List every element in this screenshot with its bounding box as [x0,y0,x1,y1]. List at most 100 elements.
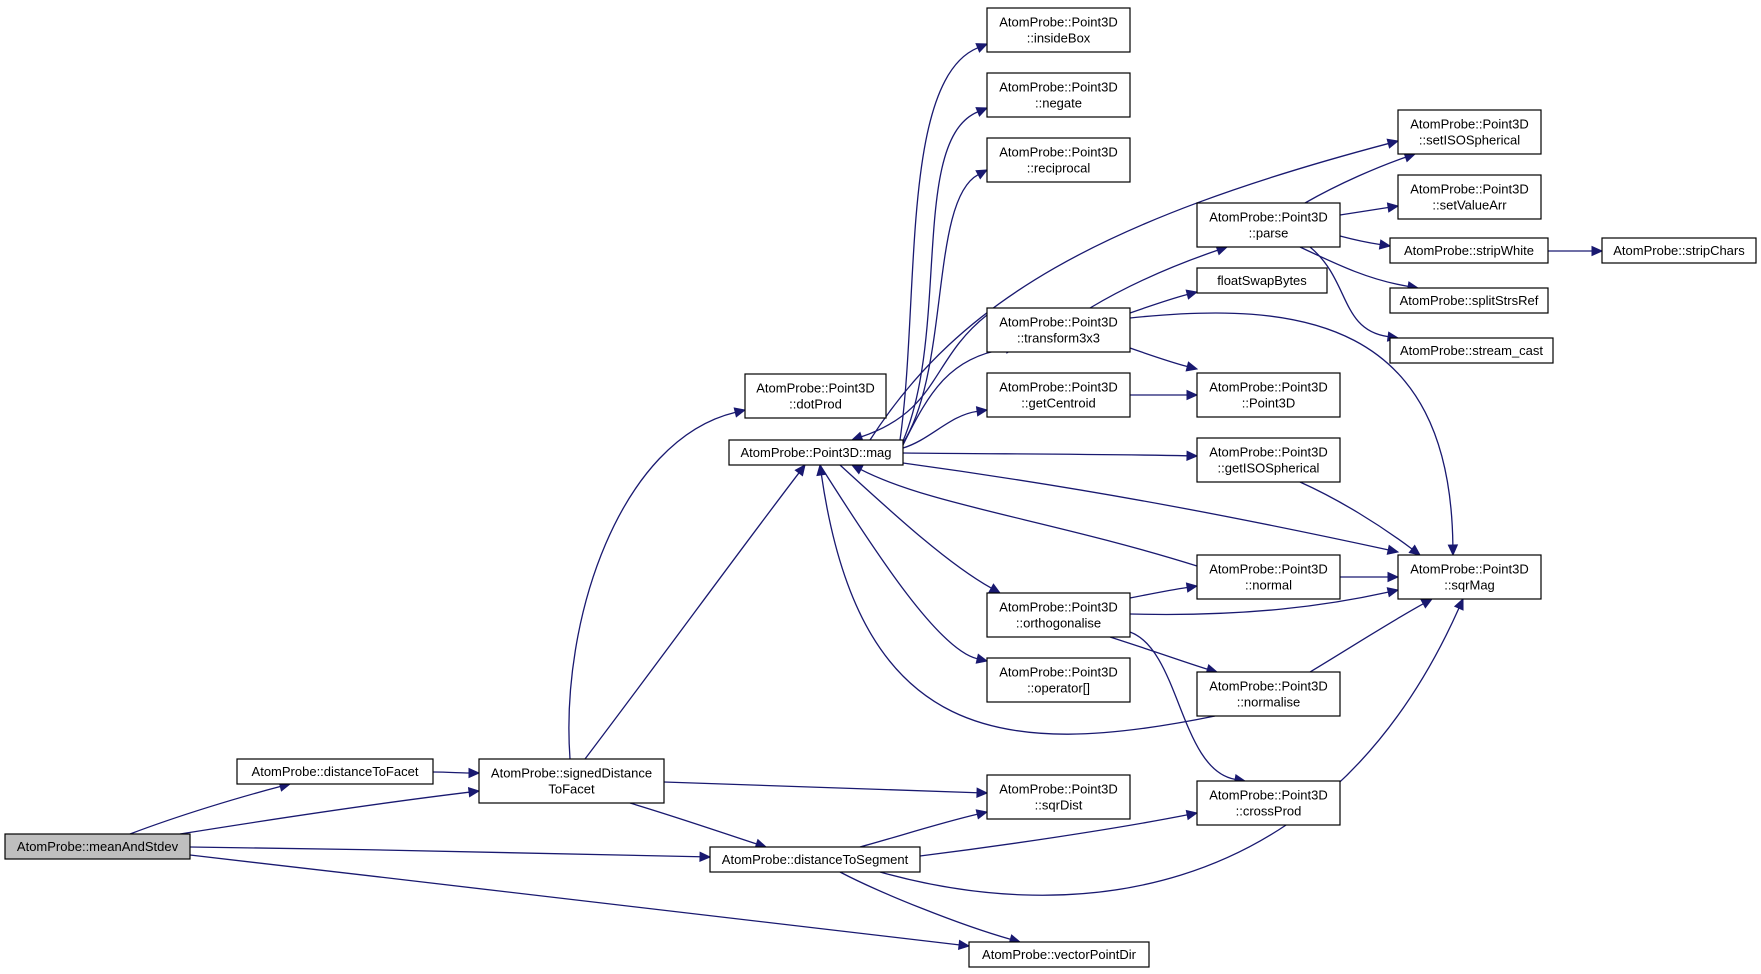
node-label: AtomProbe::Point3D [999,665,1118,680]
arrowhead-icon [975,653,989,664]
node-label: ::transform3x3 [1017,331,1100,346]
node-mag[interactable]: AtomProbe::Point3D::mag [728,439,904,466]
arrowhead-icon [467,787,481,798]
node-box [1397,554,1542,600]
arrowhead-icon [1185,361,1199,372]
node-sqrMag[interactable]: AtomProbe::Point3D::sqrMag [1397,554,1542,600]
node-label: AtomProbe::Point3D::mag [740,445,891,460]
node-Point3D[interactable]: AtomProbe::Point3D::Point3D [1196,372,1341,418]
edge-mag-to-getCentroid [902,406,989,449]
arrowhead-icon [1387,571,1400,583]
node-splitStrsRef[interactable]: AtomProbe::splitStrsRef [1389,287,1549,314]
edge-stripWhite-to-stripChars [1548,245,1604,257]
node-getCentroid[interactable]: AtomProbe::Point3D::getCentroid [986,372,1131,418]
edge-line [189,846,701,858]
node-stripChars[interactable]: AtomProbe::stripChars [1601,237,1757,264]
edge-line [1129,293,1188,314]
node-label: AtomProbe::Point3D [999,80,1118,95]
edge-line [879,607,1460,896]
node-label: AtomProbe::Point3D [1410,117,1529,132]
edge-line [1089,249,1218,309]
arrowhead-icon [988,583,1002,594]
edge-line [179,791,470,835]
edge-line [869,142,1389,441]
edge-line [1339,206,1389,216]
node-box [986,372,1131,418]
node-reciprocal[interactable]: AtomProbe::Point3D::reciprocal [986,137,1131,183]
edge-line [902,462,1389,551]
edge-mag-to-sqrMag [902,462,1400,555]
arrowhead-icon [1447,544,1459,557]
edge-distanceToFacet-to-signedDistanceToFacet [432,767,481,779]
node-stream_cast[interactable]: AtomProbe::stream_cast [1389,337,1554,364]
node-box [986,657,1131,703]
edge-mag-to-getISOSpherical [902,450,1199,462]
edge-line [860,468,1198,567]
node-vectorPointDir[interactable]: AtomProbe::vectorPointDir [968,941,1150,968]
edge-line [861,314,988,438]
node-insideBox[interactable]: AtomProbe::Point3D::insideBox [986,7,1131,53]
node-label: ::crossProd [1236,804,1302,819]
node-box [1196,554,1341,600]
arrowhead-icon [975,169,989,180]
edge-signedDistanceToFacet-to-mag [584,464,806,760]
node-label: AtomProbe::Point3D [756,381,875,396]
edge-parse-to-stripWhite [1339,235,1392,250]
node-sqrDist[interactable]: AtomProbe::Point3D::sqrDist [986,774,1131,820]
node-box [1397,109,1542,155]
node-operatorIdx[interactable]: AtomProbe::Point3D::operator[] [986,657,1131,703]
node-meanAndStdev[interactable]: AtomProbe::meanAndStdev [4,833,191,860]
node-label: ::setValueArr [1432,198,1507,213]
node-box [986,774,1131,820]
node-label: ::getCentroid [1021,396,1095,411]
node-distanceToSegment[interactable]: AtomProbe::distanceToSegment [709,846,921,873]
node-orthogonalise[interactable]: AtomProbe::Point3D::orthogonalise [986,592,1131,638]
arrowhead-icon [976,787,989,798]
node-label: ::parse [1249,226,1289,241]
node-label: AtomProbe::Point3D [1209,380,1328,395]
node-normal[interactable]: AtomProbe::Point3D::normal [1196,554,1341,600]
node-label: ::Point3D [1242,396,1295,411]
edge-line [663,781,978,794]
edge-meanAndStdev-to-vectorPointDir [189,854,971,951]
arrowhead-icon [1185,809,1199,821]
node-transform3x3[interactable]: AtomProbe::Point3D::transform3x3 [986,307,1131,353]
edge-line [629,802,757,845]
node-parse[interactable]: AtomProbe::Point3D::parse [1196,202,1341,248]
node-getISOSpherical[interactable]: AtomProbe::Point3D::getISOSpherical [1196,437,1341,483]
edge-signedDistanceToFacet-to-dotProd [568,407,747,760]
arrowhead-icon [975,107,989,117]
node-label: ::getISOSpherical [1218,461,1320,476]
node-label: AtomProbe::Point3D [999,315,1118,330]
edge-normalise-to-sqrMag [1309,598,1434,673]
node-distanceToFacet[interactable]: AtomProbe::distanceToFacet [236,758,434,785]
arrowhead-icon [975,406,989,417]
node-box [1601,237,1757,264]
node-label: ::operator[] [1027,681,1090,696]
node-label: AtomProbe::signedDistance [491,766,652,781]
edge-line [839,464,992,589]
node-label: AtomProbe::Point3D [1209,445,1328,460]
node-label: ::dotProd [789,397,842,412]
node-box [709,846,921,873]
edge-line [1309,246,1389,338]
node-label: ::sqrMag [1444,578,1495,593]
edge-line [902,111,979,442]
node-label: AtomProbe::meanAndStdev [17,839,179,854]
node-negate[interactable]: AtomProbe::Point3D::negate [986,72,1131,118]
node-setValueArr[interactable]: AtomProbe::Point3D::setValueArr [1397,174,1542,220]
node-crossProd[interactable]: AtomProbe::Point3D::crossProd [1196,780,1341,826]
edge-line [432,771,470,774]
edge-line [1129,586,1188,599]
node-stripWhite[interactable]: AtomProbe::stripWhite [1389,237,1549,264]
node-dotProd[interactable]: AtomProbe::Point3D::dotProd [744,373,887,419]
edge-line [189,854,960,946]
arrowhead-icon [816,463,827,477]
node-setISOSpherical[interactable]: AtomProbe::Point3D::setISOSpherical [1397,109,1542,155]
node-box [1196,437,1341,483]
node-normalise[interactable]: AtomProbe::Point3D::normalise [1196,671,1341,717]
edge-line [1129,591,1389,616]
node-floatSwapBytes[interactable]: floatSwapBytes [1196,267,1328,294]
node-box [986,72,1131,118]
